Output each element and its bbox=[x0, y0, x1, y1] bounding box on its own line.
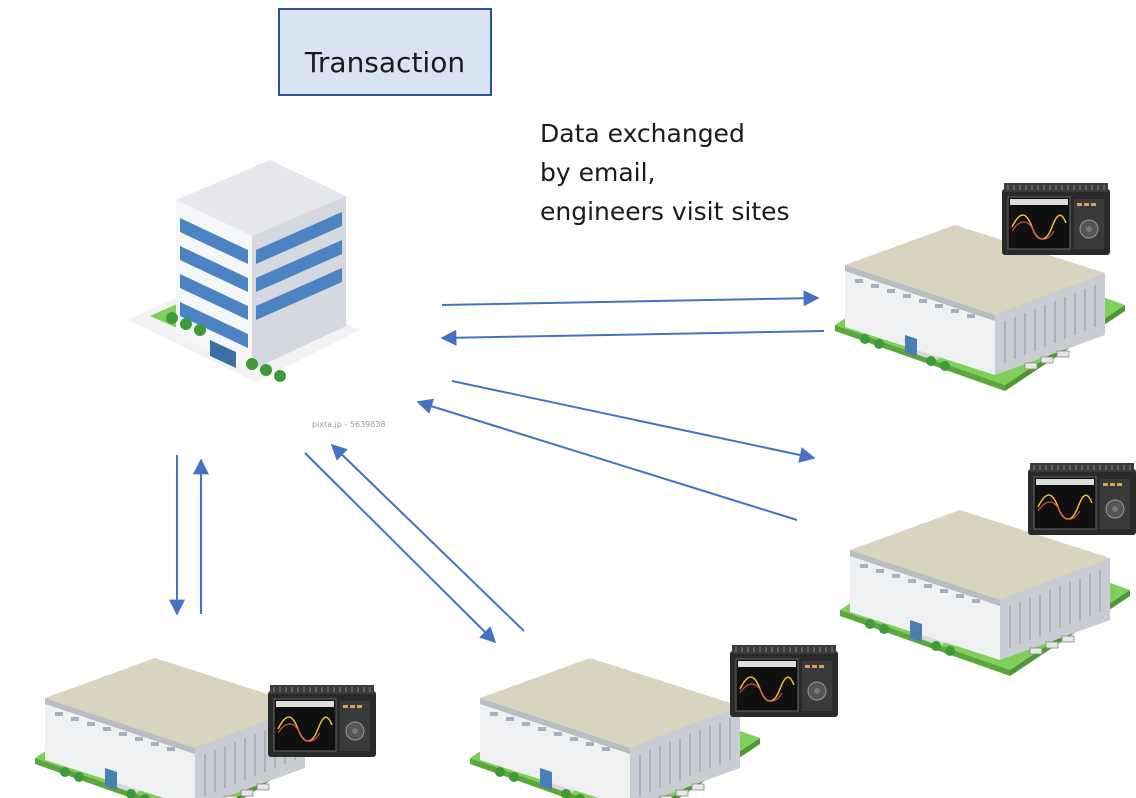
data-logger-icon bbox=[729, 644, 839, 718]
data-logger-icon bbox=[1027, 462, 1136, 536]
arrow-site-1-to-office bbox=[440, 329, 825, 346]
note-line: by email, bbox=[540, 158, 656, 187]
factory-site-top-right bbox=[834, 182, 1126, 392]
legend-box: Transaction bbox=[278, 8, 492, 96]
transaction-arrows bbox=[169, 290, 825, 644]
factory-site-bottom-left bbox=[34, 657, 377, 798]
data-logger-icon bbox=[267, 684, 377, 758]
note-line: engineers visit sites bbox=[540, 197, 790, 226]
legend-label: Transaction bbox=[304, 46, 466, 79]
image-watermark: pixta.jp - 5639838 bbox=[312, 420, 386, 429]
arrow-site-3-to-office bbox=[330, 443, 525, 632]
arrow-office-to-site-2 bbox=[451, 380, 816, 463]
office-building-icon bbox=[128, 160, 360, 382]
arrow-office-to-site-3 bbox=[304, 452, 497, 644]
note-line: Data exchanged bbox=[540, 119, 745, 148]
annotation-note: Data exchanged by email, engineers visit… bbox=[540, 114, 790, 231]
arrow-office-to-site-1 bbox=[441, 290, 820, 307]
factory-site-right bbox=[839, 462, 1136, 677]
factory-site-bottom-center bbox=[469, 644, 839, 798]
arrow-site-2-to-office bbox=[416, 398, 798, 521]
data-logger-icon bbox=[1001, 182, 1111, 256]
